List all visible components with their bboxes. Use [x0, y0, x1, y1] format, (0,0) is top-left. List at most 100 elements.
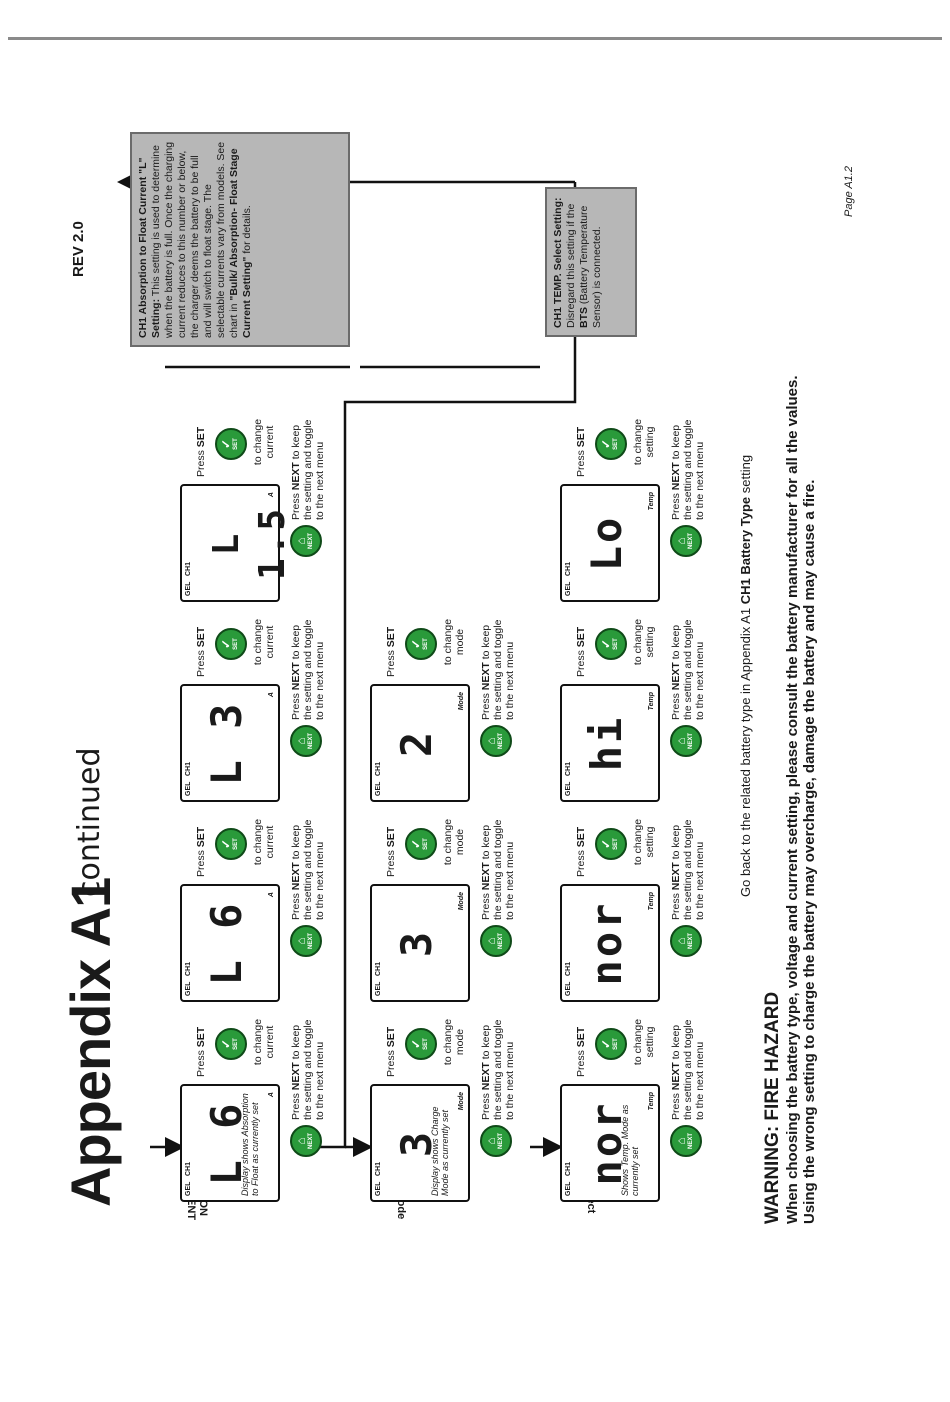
next-label: NEXT [498, 1133, 504, 1150]
lcd-screen: GEL CH1 3 Mode Display shows Charge Mode… [370, 1084, 470, 1202]
set-label: SET [233, 1038, 239, 1050]
info-box-temp: CH1 TEMP. Select Setting: Disregard this… [545, 187, 637, 337]
next-button[interactable]: ⌂NEXT [290, 725, 322, 757]
next-button[interactable]: ⌂NEXT [290, 925, 322, 957]
lcd-unit: Temp [648, 692, 655, 711]
set-button[interactable]: ✓SET [215, 828, 247, 860]
lcd-value: nor [582, 900, 631, 986]
caption-bold: SET [195, 626, 207, 648]
caption-bold: SET [195, 426, 207, 448]
info-tail: for details. [241, 205, 253, 254]
next-button[interactable]: ⌂NEXT [290, 525, 322, 557]
gel-tag: GEL [185, 781, 192, 796]
set-label: SET [233, 838, 239, 850]
fire-warning: WARNING: FIRE HAZARD When choosing the b… [762, 204, 818, 1224]
caption-text: Press [670, 693, 682, 720]
lcd-value: 2 [392, 728, 441, 758]
caption-text: Press [670, 893, 682, 920]
caption-text: Press [670, 493, 682, 520]
set-caption-after: to change current [252, 618, 276, 666]
next-label: NEXT [498, 933, 504, 950]
gel-tag: GEL [185, 1181, 192, 1196]
set-button[interactable]: ✓SET [215, 428, 247, 460]
next-button[interactable]: ⌂NEXT [480, 925, 512, 957]
next-button[interactable]: ⌂NEXT [670, 525, 702, 557]
set-caption-after: to change current [252, 818, 276, 866]
channel-tag: CH1 [565, 761, 572, 776]
channel-tag: CH1 [185, 961, 192, 976]
set-label: SET [613, 838, 619, 850]
next-button[interactable]: ⌂NEXT [480, 725, 512, 757]
caption-text: Press [385, 850, 397, 877]
gel-tag: GEL [565, 781, 572, 796]
channel-tag: CH1 [375, 761, 382, 776]
channel-tag: CH1 [375, 961, 382, 976]
caption-text: Press [290, 893, 302, 920]
checkmark-icon: ✓ [219, 1038, 233, 1050]
caption-text: Press [195, 650, 207, 677]
house-arrow-icon: ⌂ [484, 737, 498, 745]
gel-tag: GEL [375, 981, 382, 996]
set-button[interactable]: ✓SET [595, 828, 627, 860]
set-button[interactable]: ✓SET [595, 1028, 627, 1060]
set-button[interactable]: ✓SET [405, 828, 437, 860]
set-caption-after: to change setting [632, 1018, 656, 1066]
set-button[interactable]: ✓SET [595, 628, 627, 660]
set-caption: Press SET [385, 1027, 397, 1077]
next-button[interactable]: ⌂NEXT [670, 1125, 702, 1157]
caption-bold: NEXT [480, 1062, 492, 1091]
next-label: NEXT [308, 533, 314, 550]
set-caption: Press SET [195, 427, 207, 477]
set-button[interactable]: ✓SET [405, 628, 437, 660]
set-caption: Press SET [575, 1027, 587, 1077]
caption-text: Press [290, 1093, 302, 1120]
lcd-screen: GEL CH1 3 Mode [370, 884, 470, 1002]
caption-text: Press [195, 850, 207, 877]
gel-tag: GEL [565, 1181, 572, 1196]
lcd-value: 3 [392, 928, 441, 958]
info-box-absorption: CH1 Absorption to Float Current "L" Sett… [130, 132, 350, 347]
checkmark-icon: ✓ [409, 638, 423, 650]
goback-text: setting [738, 454, 753, 494]
caption-text: setting and toggle to the next menu [492, 619, 516, 720]
next-caption: Press NEXT to keep the setting and toggl… [290, 410, 326, 520]
lcd-screen: GEL CH1 L 6 A Display shows Absorption t… [180, 1084, 280, 1202]
set-caption: Press SET [575, 427, 587, 477]
checkmark-icon: ✓ [599, 638, 613, 650]
channel-tag: CH1 [565, 961, 572, 976]
next-button[interactable]: ⌂NEXT [670, 925, 702, 957]
set-label: SET [613, 638, 619, 650]
set-button[interactable]: ✓SET [215, 628, 247, 660]
caption-bold: SET [385, 1026, 397, 1048]
next-button[interactable]: ⌂NEXT [290, 1125, 322, 1157]
info-body: Disregard this setting if the [565, 203, 577, 328]
set-label: SET [233, 438, 239, 450]
caption-bold: NEXT [290, 462, 302, 491]
lcd-screen: GEL CH1 2 Mode [370, 684, 470, 802]
set-caption-after: to change mode [442, 818, 466, 866]
info-bts: BTS [578, 307, 590, 328]
next-caption: Press NEXT to keep the setting and toggl… [480, 1010, 516, 1120]
set-button[interactable]: ✓SET [405, 1028, 437, 1060]
house-arrow-icon: ⌂ [484, 1137, 498, 1145]
lcd-value: L 6 [202, 900, 251, 986]
lcd-screen: GEL CH1 hi Temp [560, 684, 660, 802]
next-button[interactable]: ⌂NEXT [480, 1125, 512, 1157]
next-button[interactable]: ⌂NEXT [670, 725, 702, 757]
set-caption-after: to change setting [632, 618, 656, 666]
checkmark-icon: ✓ [599, 838, 613, 850]
set-button[interactable]: ✓SET [215, 1028, 247, 1060]
lcd-screen: GEL CH1 nor Temp Shows Temp. Mode as cur… [560, 1084, 660, 1202]
next-label: NEXT [688, 933, 694, 950]
caption-text: setting and toggle to the next menu [302, 419, 326, 520]
gel-tag: GEL [185, 581, 192, 596]
set-button[interactable]: ✓SET [595, 428, 627, 460]
caption-text: setting and toggle to the next menu [302, 1019, 326, 1120]
lcd-unit: Mode [458, 692, 465, 711]
set-label: SET [423, 1038, 429, 1050]
caption-bold: NEXT [480, 662, 492, 691]
caption-text: Press [290, 493, 302, 520]
checkmark-icon: ✓ [219, 838, 233, 850]
caption-text: setting and toggle to the next menu [492, 1019, 516, 1120]
warning-line: When choosing the battery type, voltage … [784, 375, 801, 1224]
